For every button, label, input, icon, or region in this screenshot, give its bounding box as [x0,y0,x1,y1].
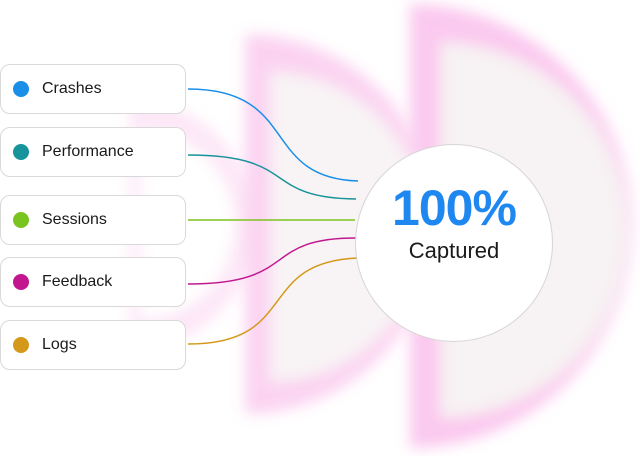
connector-feedback [187,237,357,285]
source-item-feedback: Feedback [0,257,186,307]
source-label: Performance [42,143,134,160]
hub-caption: Captured [408,238,500,263]
captured-hub-circle: 100% Captured [355,144,553,342]
source-item-performance: Performance [0,127,186,177]
source-item-crashes: Crashes [0,64,186,114]
source-item-logs: Logs [0,320,186,370]
crashes-dot-icon [13,81,29,97]
connector-logs [187,257,359,345]
feedback-dot-icon [13,274,29,290]
source-label: Feedback [42,273,113,290]
source-label: Logs [42,336,77,353]
performance-dot-icon [13,144,29,160]
source-label: Crashes [42,80,102,97]
sessions-dot-icon [13,212,29,228]
connector-crashes [187,88,359,182]
logs-dot-icon [13,337,29,353]
source-item-sessions: Sessions [0,195,186,245]
hub-percentage: 100% [392,180,517,236]
source-label: Sessions [42,211,107,228]
connector-performance [187,154,357,200]
